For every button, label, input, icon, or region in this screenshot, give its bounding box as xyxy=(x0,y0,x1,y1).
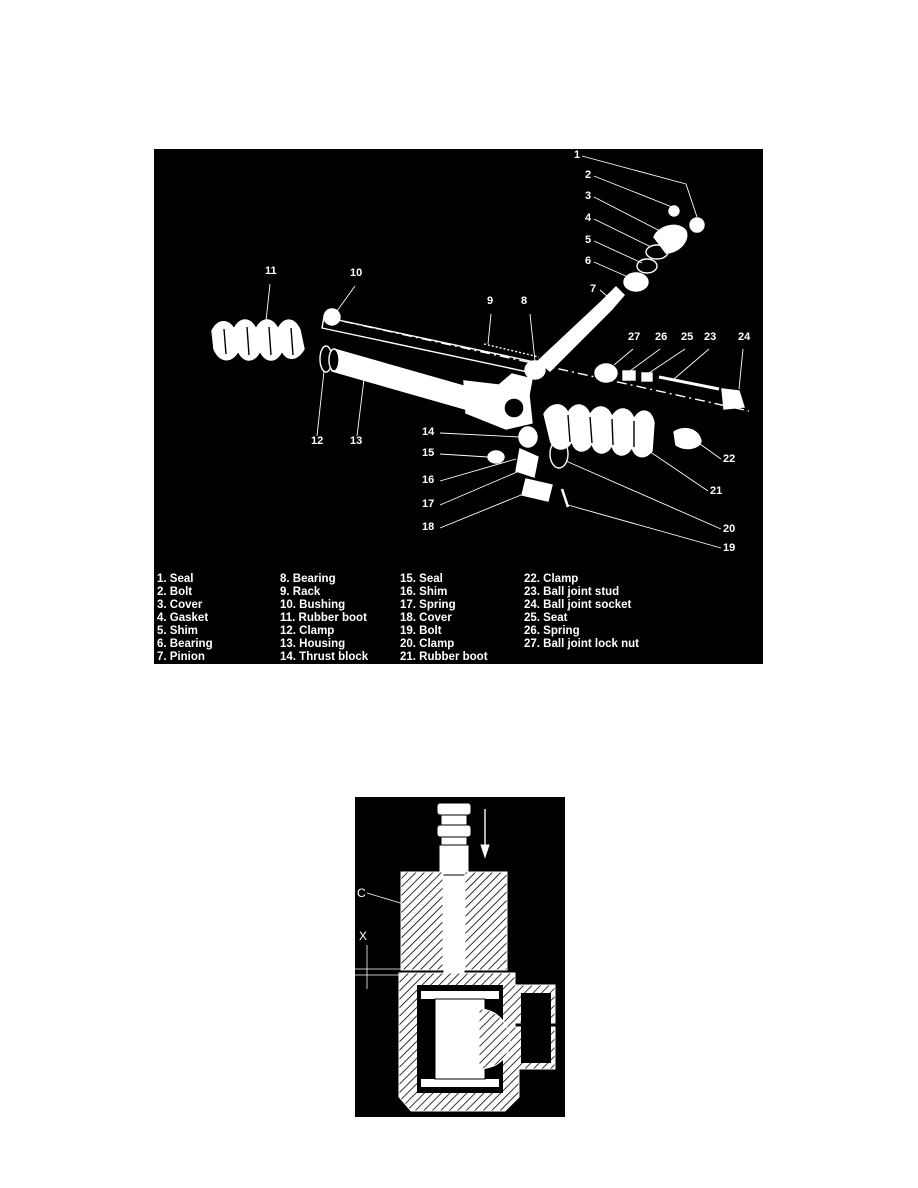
legend-item: 9. Rack xyxy=(280,586,321,598)
legend-item: 21. Rubber boot xyxy=(400,651,488,663)
gap-x-indicator: X xyxy=(355,929,401,989)
tool-c xyxy=(400,871,508,971)
callout-13: 13 xyxy=(350,435,362,447)
legend-item: 24. Ball joint socket xyxy=(524,599,632,611)
axis-line xyxy=(323,316,750,412)
callout-10: 10 xyxy=(350,267,362,279)
callout-8: 8 xyxy=(521,295,527,307)
callout-14: 14 xyxy=(422,426,435,438)
legend-item: 14. Thrust block xyxy=(280,651,369,663)
legend-column-2: 8. Bearing 9. Rack 10. Bushing 11. Rubbe… xyxy=(280,573,368,664)
legend-column-1: 1. Seal 2. Bolt 3. Cover 4. Gasket 5. Sh… xyxy=(157,573,213,664)
callout-1: 1 xyxy=(574,149,580,161)
left-rubber-boot xyxy=(211,319,305,361)
legend-column-4: 22. Clamp 23. Ball joint stud 24. Ball j… xyxy=(524,573,639,651)
thrust-seal xyxy=(487,450,505,464)
seal-ring xyxy=(689,217,705,233)
legend-item: 13. Housing xyxy=(280,638,346,650)
rack-housing xyxy=(328,348,533,430)
parts-legend: 1. Seal 2. Bolt 3. Cover 4. Gasket 5. Sh… xyxy=(154,571,763,664)
callout-20: 20 xyxy=(723,523,735,535)
callout-19: 19 xyxy=(723,542,735,554)
ball-joint-seat xyxy=(641,372,653,382)
legend-item: 20. Clamp xyxy=(400,638,455,650)
legend-item: 26. Spring xyxy=(524,625,580,637)
callout-17: 17 xyxy=(422,498,434,510)
pinion-shaft xyxy=(536,286,625,372)
legend-item: 11. Rubber boot xyxy=(280,612,367,624)
callout-5: 5 xyxy=(585,234,591,246)
legend-item: 10. Bushing xyxy=(280,599,346,611)
cross-section-drawing: C X xyxy=(355,802,556,1112)
pinion-shaft-section xyxy=(436,802,472,976)
legend-item: 5. Shim xyxy=(157,625,198,637)
legend-item: 2. Bolt xyxy=(157,586,193,598)
thrust-block xyxy=(518,426,538,448)
ball-joint-socket xyxy=(721,388,745,410)
legend-item: 17. Spring xyxy=(400,599,456,611)
callout-12: 12 xyxy=(311,435,323,447)
label-c: C xyxy=(357,886,366,900)
callout-7: 7 xyxy=(590,283,596,295)
legend-item: 1. Seal xyxy=(157,573,194,585)
label-c-callout: C xyxy=(357,886,408,906)
cover xyxy=(653,224,688,254)
right-rubber-boot xyxy=(543,404,655,458)
callout-18: 18 xyxy=(422,521,434,533)
legend-item: 25. Seat xyxy=(524,612,568,624)
callout-16: 16 xyxy=(422,474,434,486)
legend-item: 15. Seal xyxy=(400,573,443,585)
legend-item: 16. Shim xyxy=(400,586,448,598)
shim xyxy=(636,258,658,274)
legend-item: 12. Clamp xyxy=(280,625,335,637)
boot-clamp-ring xyxy=(549,439,569,469)
callout-2: 2 xyxy=(585,169,591,181)
legend-item: 18. Cover xyxy=(400,612,452,624)
legend-item: 6. Bearing xyxy=(157,638,213,650)
legend-item: 23. Ball joint stud xyxy=(524,586,620,598)
legend-item: 3. Cover xyxy=(157,599,203,611)
callout-26: 26 xyxy=(655,331,667,343)
cross-section-diagram: C X xyxy=(355,797,565,1117)
callout-25: 25 xyxy=(681,331,693,343)
label-x: X xyxy=(359,929,367,943)
legend-item: 8. Bearing xyxy=(280,573,336,585)
callout-23: 23 xyxy=(704,331,716,343)
thrust-cover-bolt xyxy=(560,488,570,508)
legend-item: 22. Clamp xyxy=(524,573,579,585)
ball-joint-spring xyxy=(622,370,636,381)
legend-column-3: 15. Seal 16. Shim 17. Spring 18. Cover 1… xyxy=(400,573,488,664)
ball-joint-stud xyxy=(658,375,720,391)
boot-clamp xyxy=(673,427,702,450)
callout-21: 21 xyxy=(710,485,722,497)
callout-4: 4 xyxy=(585,212,592,224)
bolt xyxy=(668,205,680,217)
callout-27: 27 xyxy=(628,331,640,343)
callout-22: 22 xyxy=(723,453,735,465)
housing-section xyxy=(398,972,556,1112)
legend-item: 19. Bolt xyxy=(400,625,442,637)
callout-24: 24 xyxy=(738,331,751,343)
press-direction-arrow xyxy=(480,809,490,859)
legend-item: 4. Gasket xyxy=(157,612,209,624)
thrust-cover xyxy=(521,478,553,502)
callout-9: 9 xyxy=(487,295,493,307)
callout-11: 11 xyxy=(265,265,277,277)
legend-item: 27. Ball joint lock nut xyxy=(524,638,640,650)
callout-6: 6 xyxy=(585,255,591,267)
legend-item: 7. Pinion xyxy=(157,651,205,663)
callout-15: 15 xyxy=(422,447,434,459)
leader-lines xyxy=(265,155,744,549)
exploded-view-drawing: 1234567891011272625232412131415161718222… xyxy=(211,149,751,554)
pinion-bearing xyxy=(623,272,649,292)
callout-3: 3 xyxy=(585,190,591,202)
thrust-spring xyxy=(515,447,539,478)
